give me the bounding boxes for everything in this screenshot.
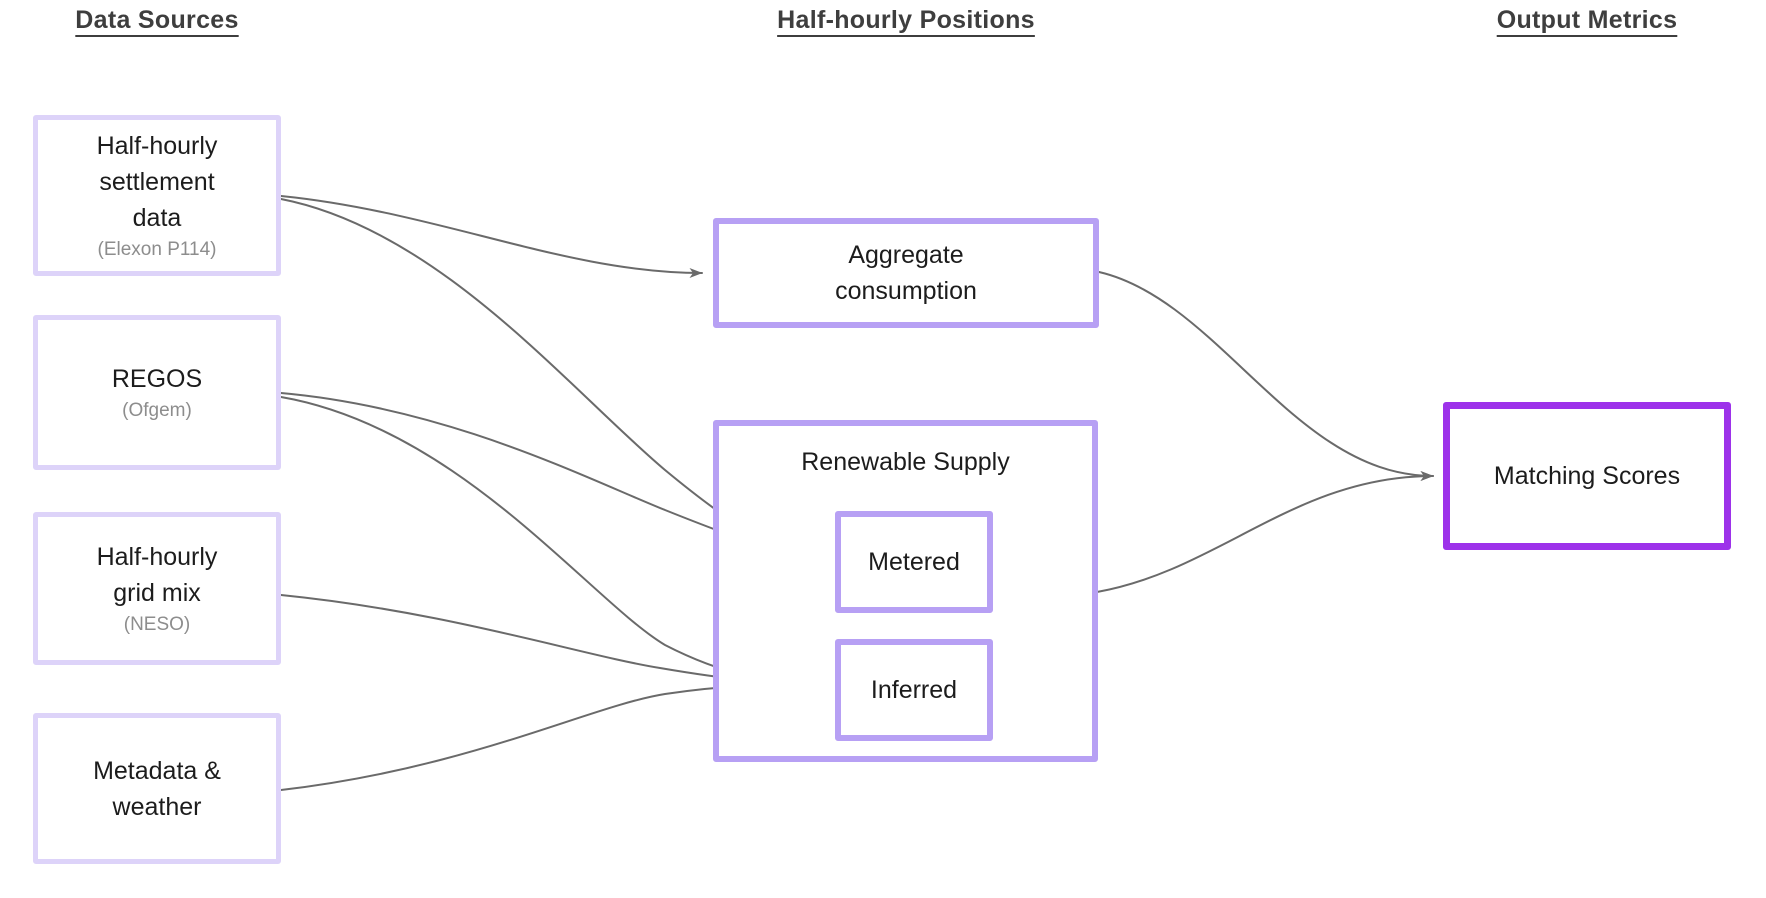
node-label: Matching Scores bbox=[1493, 462, 1681, 490]
node-label: Metadata & bbox=[93, 756, 221, 785]
edge-aggregate-to-matching bbox=[1098, 271, 1434, 481]
node-label: Inferred bbox=[870, 676, 958, 704]
node-label: Aggregate bbox=[848, 241, 964, 269]
renewable-supply-title: Renewable Supply bbox=[801, 448, 1010, 476]
node-regos: REGOS (Ofgem) bbox=[33, 315, 281, 470]
node-matching-scores: Matching Scores bbox=[1443, 402, 1731, 550]
edge-settlement-to-aggregate bbox=[280, 195, 703, 278]
column-header-output-metrics: Output Metrics bbox=[1496, 6, 1678, 34]
node-half-hourly-grid-mix: Half-hourly grid mix (NESO) bbox=[33, 512, 281, 665]
node-sublabel: (NESO) bbox=[123, 614, 191, 635]
node-label: grid mix bbox=[113, 579, 201, 607]
edge-renewable-to-matching bbox=[1096, 471, 1434, 593]
node-metered: Metered bbox=[835, 511, 993, 613]
column-header-data-sources: Data Sources bbox=[75, 6, 239, 34]
node-label: Metered bbox=[868, 548, 960, 576]
node-label: data bbox=[132, 204, 182, 232]
node-inferred: Inferred bbox=[835, 639, 993, 741]
node-label: REGOS bbox=[111, 365, 203, 393]
node-label: weather bbox=[112, 792, 202, 821]
node-sublabel: (Ofgem) bbox=[122, 400, 192, 421]
column-header-half-hourly-positions: Half-hourly Positions bbox=[777, 6, 1035, 34]
node-half-hourly-settlement-data: Half-hourly settlement data (Elexon P114… bbox=[33, 115, 281, 276]
node-renewable-supply: Renewable Supply Metered Inferred bbox=[713, 420, 1098, 762]
node-label: settlement bbox=[99, 168, 215, 196]
node-label: consumption bbox=[835, 277, 977, 305]
node-sublabel: (Elexon P114) bbox=[97, 239, 217, 260]
node-metadata-weather: Metadata & weather bbox=[33, 713, 281, 864]
node-label: Half-hourly bbox=[96, 543, 218, 571]
node-aggregate-consumption: Aggregate consumption bbox=[713, 218, 1099, 328]
node-label: Half-hourly bbox=[96, 132, 218, 160]
